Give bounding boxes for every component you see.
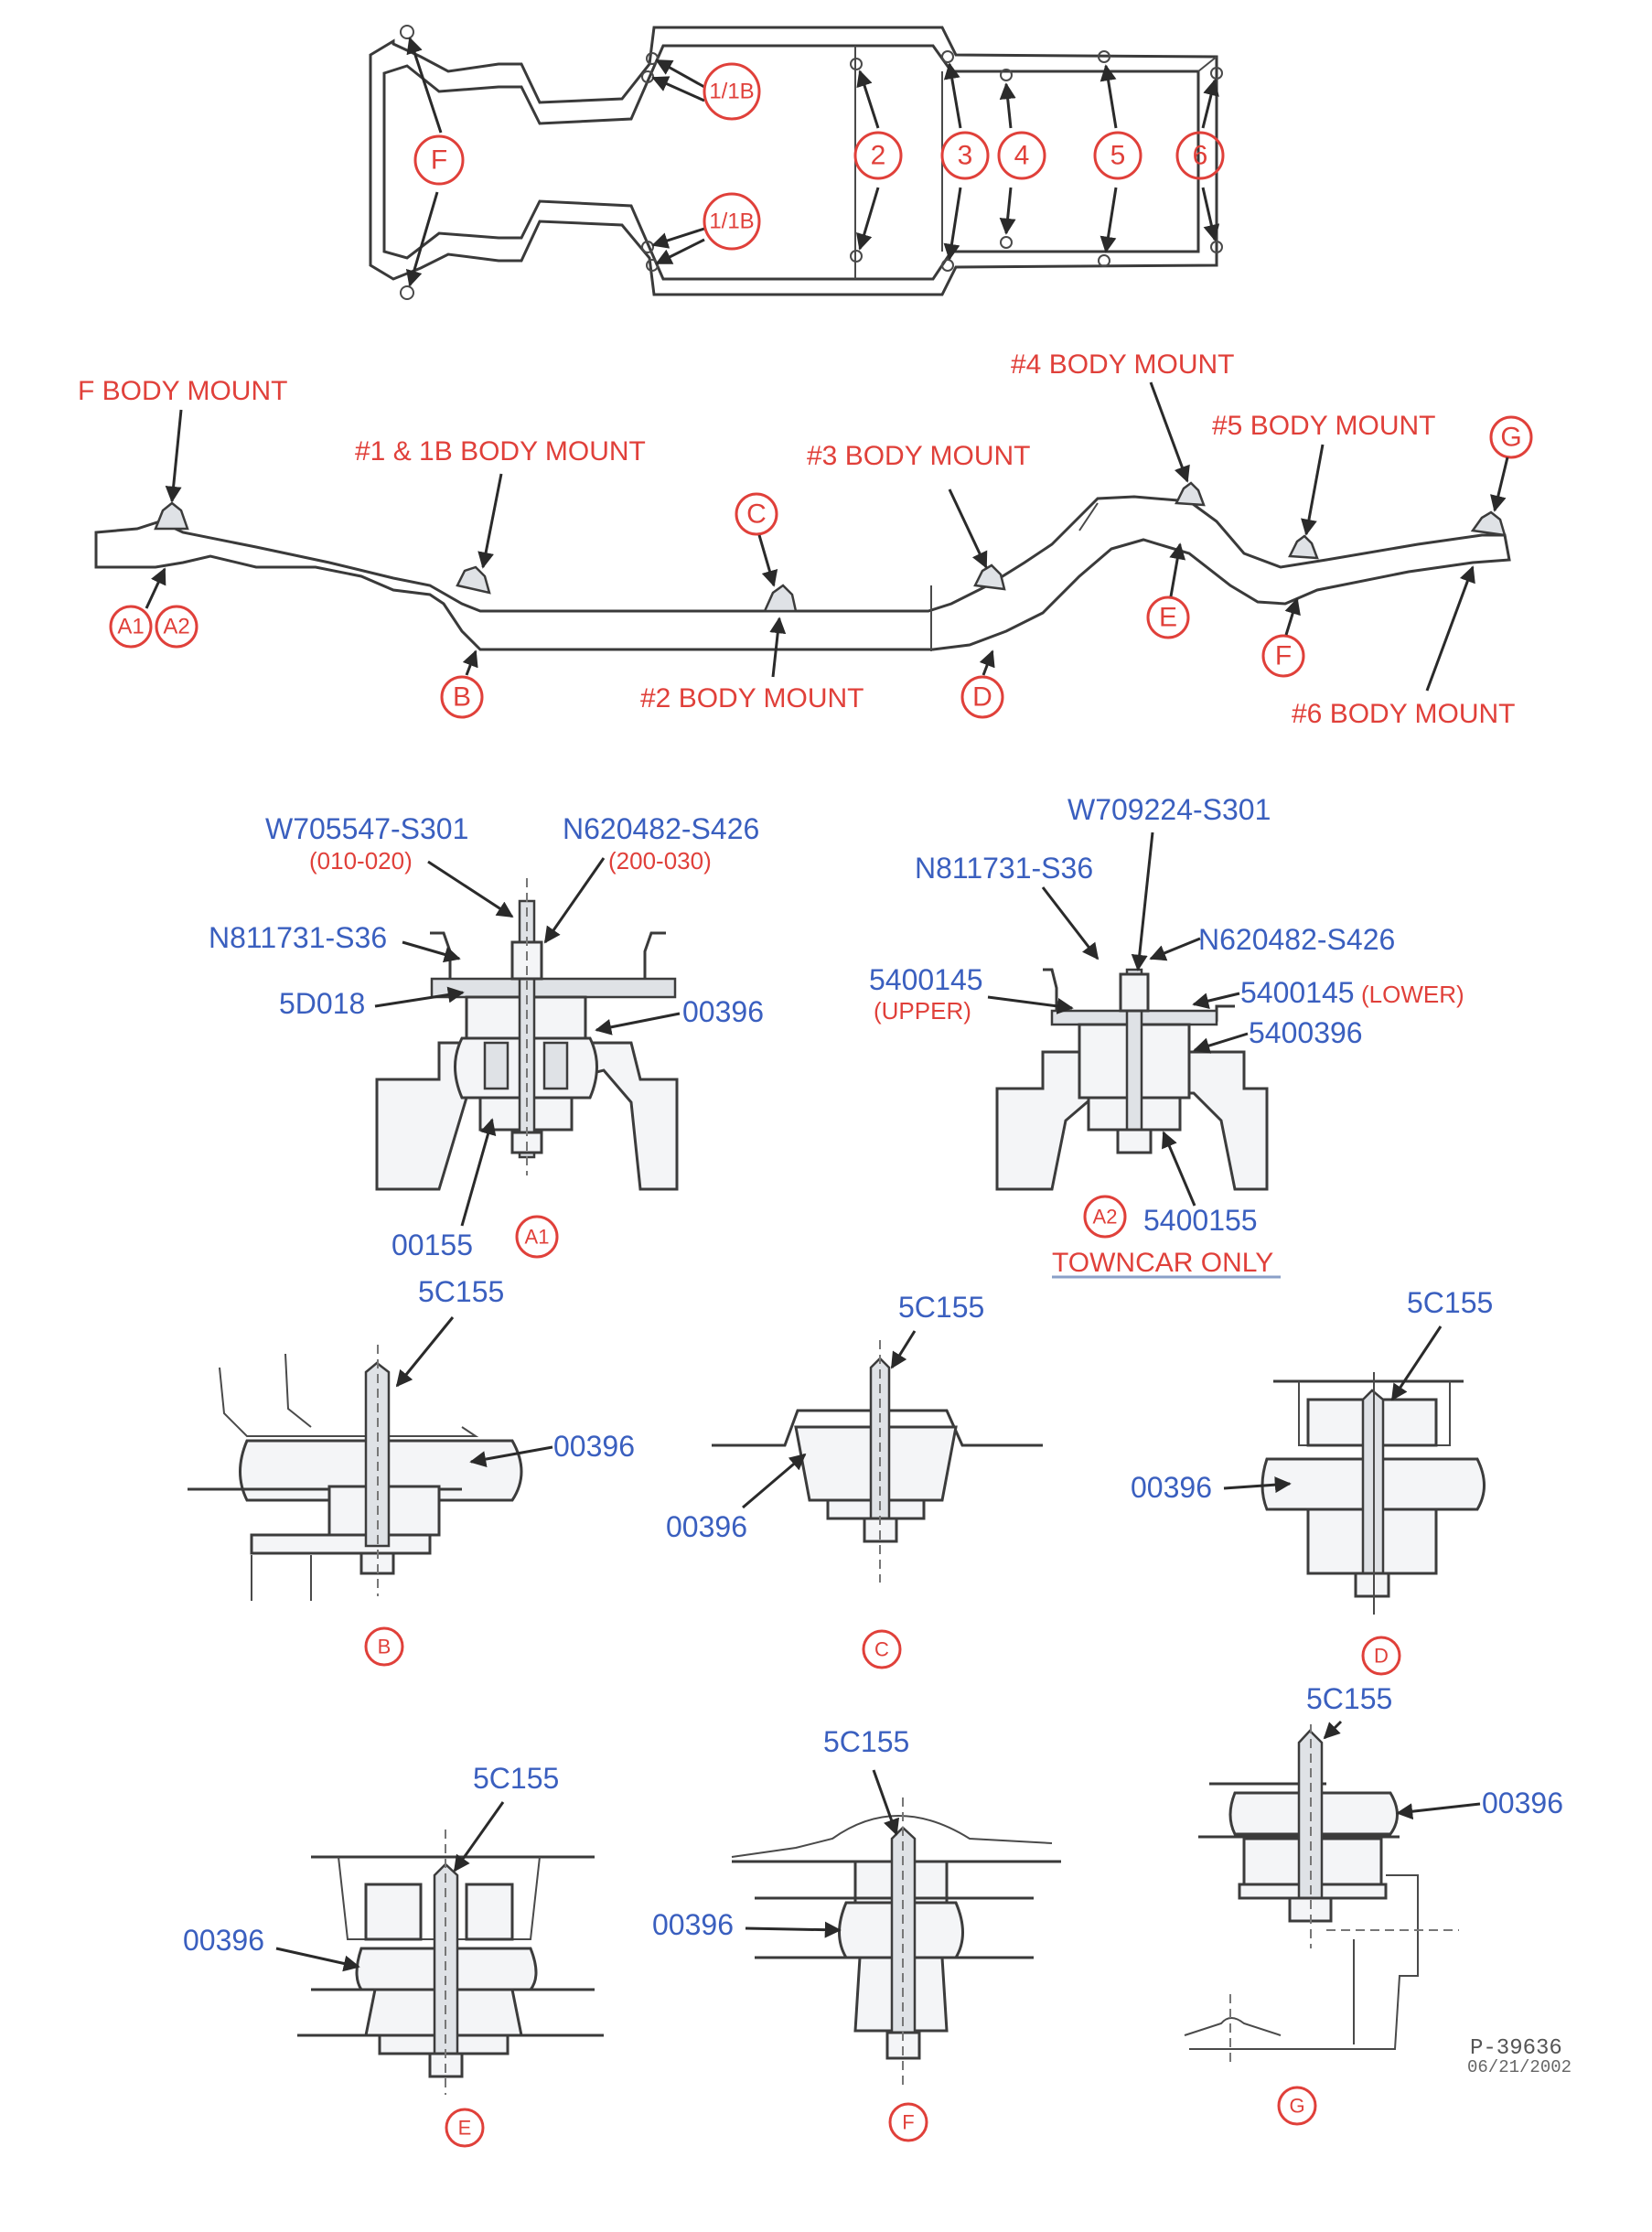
- side-callout-a2: A2: [155, 605, 198, 649]
- d-bolt-part-number: 5C155: [1407, 1286, 1493, 1319]
- a1-washer-part-number: N811731-S36: [209, 921, 387, 954]
- frame-plan-view: F 1/1B 1/1B 2 3 4 5 6: [369, 25, 1225, 300]
- f-callout: F: [888, 2102, 928, 2142]
- a2-bolt-part-number: W709224-S301: [1067, 793, 1271, 826]
- plan-callout-3: 3: [940, 131, 990, 180]
- label-2-body-mount: #2 BODY MOUNT: [640, 683, 864, 714]
- svg-text:G: G: [1289, 2095, 1304, 2118]
- detail-e: 5C155 00396 E: [183, 1762, 604, 2148]
- label-3-body-mount: #3 BODY MOUNT: [807, 441, 1031, 471]
- svg-text:A1: A1: [117, 615, 144, 639]
- detail-g: 5C155 00396 G: [1184, 1682, 1563, 2126]
- e-callout: E: [445, 2108, 485, 2148]
- a1-lower-part-number: 00155: [392, 1229, 473, 1261]
- a2-retainer-part-number: 5400155: [1143, 1204, 1258, 1237]
- svg-text:6: 6: [1193, 141, 1208, 171]
- a1-nut-note: (200-030): [608, 847, 712, 875]
- svg-text:F: F: [1275, 641, 1292, 671]
- detail-a1: W705547-S301 (010-020) N620482-S426 (200…: [209, 812, 764, 1261]
- a1-callout: A1: [515, 1215, 559, 1259]
- svg-text:A1: A1: [525, 1226, 550, 1249]
- svg-text:D: D: [972, 682, 992, 713]
- figure-id: P-39636: [1470, 2036, 1562, 2061]
- plan-callout-2: 2: [853, 131, 903, 180]
- detail-c: 5C155 00396 C: [666, 1291, 1043, 1669]
- a2-upper-note: (UPPER): [874, 997, 971, 1025]
- a1-bolt-note: (010-020): [309, 847, 413, 875]
- svg-text:4: 4: [1014, 141, 1030, 171]
- plan-callout-1-1b-lower: 1/1B: [703, 192, 761, 251]
- svg-text:A2: A2: [1093, 1206, 1118, 1229]
- plan-callout-4: 4: [997, 131, 1046, 180]
- svg-text:C: C: [874, 1638, 889, 1661]
- plan-callout-1-1b-upper: 1/1B: [703, 62, 761, 121]
- figure-date: 06/21/2002: [1467, 2057, 1572, 2077]
- b-bolt-part-number: 5C155: [418, 1275, 504, 1308]
- b-insulator-part-number: 00396: [553, 1430, 635, 1463]
- plan-callout-f: F: [413, 134, 465, 186]
- svg-text:A2: A2: [163, 615, 189, 639]
- d-insulator-part-number: 00396: [1131, 1471, 1212, 1504]
- a1-insulator-part-number: 00396: [682, 995, 764, 1028]
- svg-text:2: 2: [871, 141, 886, 171]
- side-callout-a1: A1: [109, 605, 153, 649]
- a1-bolt-part-number: W705547-S301: [265, 812, 468, 845]
- frame-side-view: F BODY MOUNT #1 & 1B BODY MOUNT #2 BODY …: [78, 349, 1533, 729]
- detail-f: 5C155 00396 F: [652, 1725, 1061, 2142]
- svg-text:F: F: [431, 145, 447, 176]
- svg-text:F: F: [902, 2111, 914, 2134]
- svg-text:1/1B: 1/1B: [709, 209, 754, 234]
- d-callout: D: [1361, 1636, 1401, 1676]
- plan-callout-6: 6: [1175, 131, 1225, 180]
- f-insulator-part-number: 00396: [652, 1908, 734, 1941]
- figure-stamp: P-39636 06/21/2002: [1467, 2036, 1572, 2077]
- a2-lower-part-number: 5400145: [1240, 976, 1355, 1009]
- side-callout-e: E: [1146, 596, 1190, 639]
- label-f-body-mount: F BODY MOUNT: [78, 376, 287, 406]
- a2-nut-part-number: N620482-S426: [1198, 923, 1395, 956]
- g-callout: G: [1277, 2086, 1317, 2126]
- g-insulator-part-number: 00396: [1482, 1787, 1563, 1819]
- a1-nut-part-number: N620482-S426: [563, 812, 759, 845]
- label-1-1b-body-mount: #1 & 1B BODY MOUNT: [355, 436, 646, 467]
- svg-text:B: B: [453, 682, 471, 713]
- detail-d: 5C155 00396 D: [1131, 1286, 1493, 1676]
- label-4-body-mount: #4 BODY MOUNT: [1011, 349, 1235, 380]
- side-callout-f: F: [1261, 634, 1305, 678]
- svg-text:D: D: [1374, 1645, 1389, 1668]
- a2-callout: A2: [1083, 1195, 1127, 1239]
- side-callout-b: B: [440, 675, 484, 719]
- svg-text:5: 5: [1110, 141, 1126, 171]
- svg-text:1/1B: 1/1B: [709, 80, 754, 104]
- e-insulator-part-number: 00396: [183, 1924, 264, 1957]
- plan-callout-5: 5: [1093, 131, 1142, 180]
- g-bolt-part-number: 5C155: [1306, 1682, 1392, 1715]
- side-callout-d: D: [960, 675, 1004, 719]
- c-bolt-part-number: 5C155: [898, 1291, 984, 1324]
- label-6-body-mount: #6 BODY MOUNT: [1292, 699, 1516, 729]
- a1-upper-part-number: 5D018: [279, 987, 365, 1020]
- svg-text:E: E: [1159, 603, 1177, 633]
- b-callout: B: [364, 1626, 404, 1667]
- detail-a2: W709224-S301 N811731-S36 N620482-S426 54…: [869, 793, 1464, 1279]
- e-bolt-part-number: 5C155: [473, 1762, 559, 1795]
- a2-towncar-note: TOWNCAR ONLY: [1052, 1248, 1273, 1278]
- svg-text:E: E: [458, 2117, 472, 2140]
- a2-lower-note: (LOWER): [1361, 981, 1464, 1008]
- f-bolt-part-number: 5C155: [823, 1725, 909, 1758]
- svg-text:C: C: [746, 499, 767, 530]
- c-insulator-part-number: 00396: [666, 1510, 747, 1543]
- svg-text:3: 3: [958, 141, 973, 171]
- side-callout-g: G: [1489, 415, 1533, 459]
- c-callout: C: [862, 1629, 902, 1669]
- a2-insulator-part-number: 5400396: [1249, 1016, 1363, 1049]
- a2-washer-part-number: N811731-S36: [915, 852, 1093, 885]
- label-5-body-mount: #5 BODY MOUNT: [1212, 411, 1436, 441]
- svg-text:G: G: [1500, 423, 1521, 453]
- detail-b: 5C155 00396 B: [188, 1275, 635, 1667]
- svg-text:B: B: [378, 1636, 392, 1658]
- a2-upper-part-number: 5400145: [869, 963, 983, 996]
- side-callout-c: C: [735, 492, 778, 536]
